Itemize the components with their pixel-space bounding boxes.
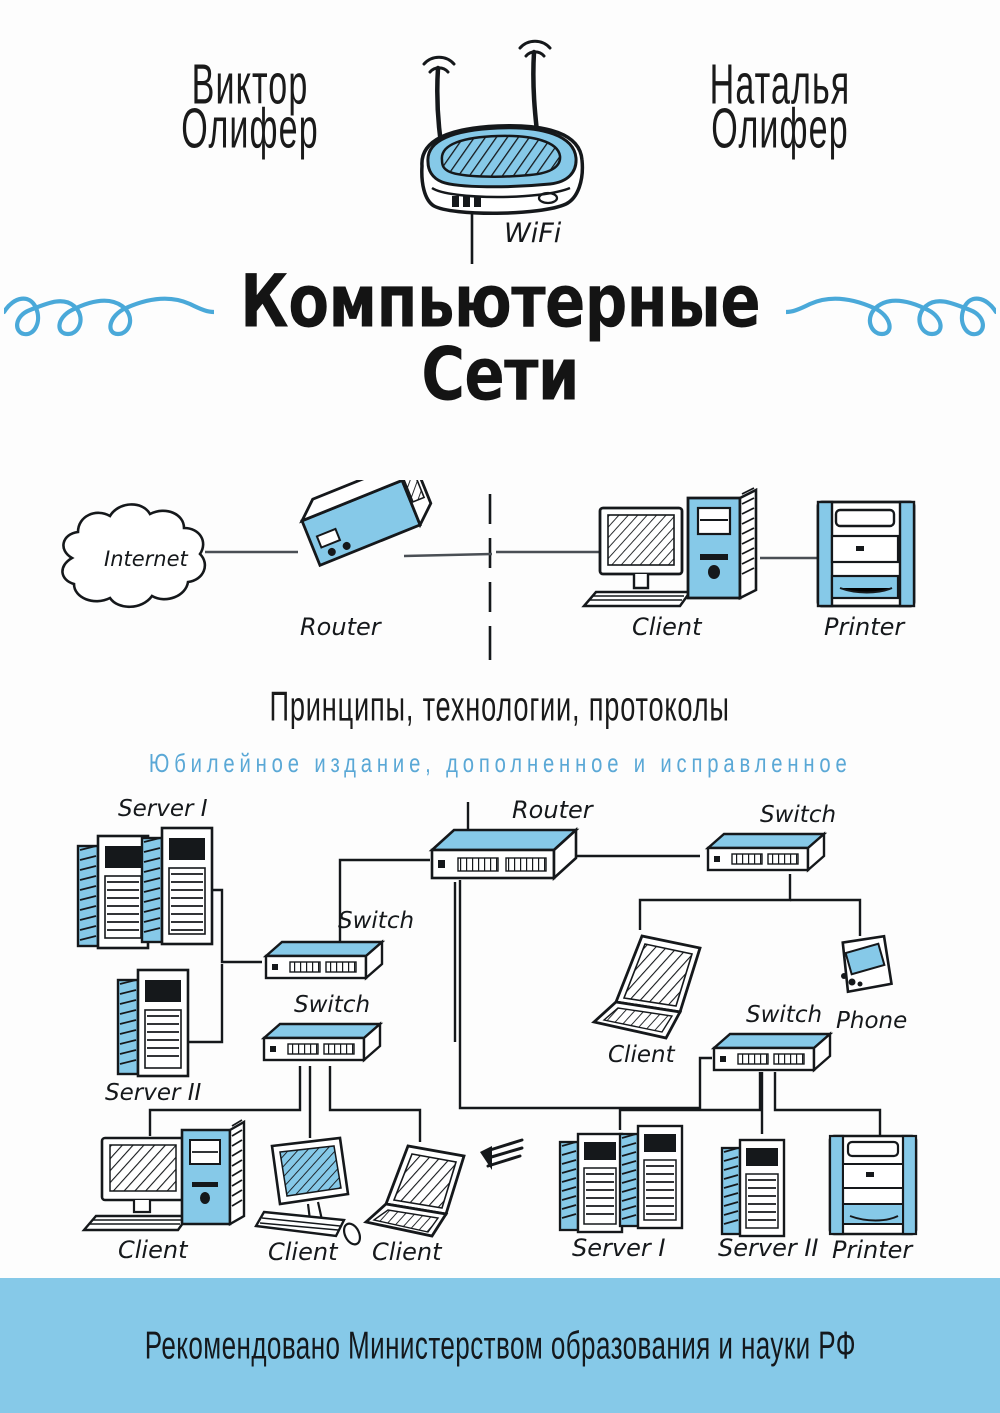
subtitle: Принципы, технологии, протоколы xyxy=(0,684,1000,730)
node-client-laptop-3-label: Client xyxy=(372,1238,443,1266)
node-router-main-label: Router xyxy=(512,796,595,824)
node-router-main: Router xyxy=(428,796,595,881)
bottom-network-diagram: Server I Server II S xyxy=(76,796,918,1266)
node-phone: Phone xyxy=(836,934,907,1034)
author-left-first-name: Виктор xyxy=(191,52,309,116)
edition-note: Юбилейное издание, дополненное и исправл… xyxy=(0,748,1000,778)
link-switchC-phone xyxy=(790,898,862,936)
node-internet: Internet xyxy=(61,503,207,609)
subtitle-text: Принципы, технологии, протоколы xyxy=(269,683,731,731)
node-printer: Printer xyxy=(816,500,916,641)
node-client: Client xyxy=(581,487,758,641)
node-server1-top-label: Server I xyxy=(118,796,208,822)
top-network-diagram: Internet Router xyxy=(61,480,916,660)
node-switch-a: Switch xyxy=(262,908,414,981)
node-switch-b: Switch xyxy=(260,992,384,1063)
link-switchC-laptop xyxy=(638,898,700,930)
node-client-label: Client xyxy=(632,613,703,641)
node-server2-top: Server II xyxy=(105,968,202,1106)
author-left-last-name: Олифер xyxy=(181,96,319,160)
title-line-1: Компьютерные xyxy=(240,259,761,346)
node-phone-label: Phone xyxy=(836,1008,907,1034)
node-server1-bottom: Server I xyxy=(558,1124,684,1262)
node-switch-c: Switch xyxy=(704,802,836,873)
node-switch-d: Switch xyxy=(710,1002,834,1073)
node-printer-bottom: Printer xyxy=(828,1134,918,1264)
link-server2-switchA xyxy=(180,964,224,1044)
edition-note-text: Юбилейное издание, дополненное и исправл… xyxy=(148,748,852,778)
link-switchC-branch xyxy=(700,874,792,902)
diagram-links xyxy=(148,854,882,1142)
node-router-label: Router xyxy=(300,613,383,641)
title-line-2: Сети xyxy=(421,332,579,418)
book-title: Компьютерные Сети xyxy=(0,259,1000,418)
node-router: Router xyxy=(299,480,433,641)
author-left: Виктор Олифер xyxy=(105,56,395,156)
node-server1-bottom-label: Server I xyxy=(572,1234,665,1262)
decorative-mark-icon xyxy=(480,1138,524,1170)
node-client-desktop-1: Client xyxy=(81,1119,246,1264)
node-switch-b-label: Switch xyxy=(294,992,370,1018)
author-right-first-name: Наталья xyxy=(709,52,851,116)
node-client-laptop-3: Client xyxy=(363,1144,466,1266)
node-server2-top-label: Server II xyxy=(105,1080,202,1106)
node-client-desktop-2-label: Client xyxy=(268,1238,339,1266)
node-client-laptop-mid: Client xyxy=(591,934,702,1068)
node-client-desktop-2: Client xyxy=(254,1136,362,1266)
node-printer-label: Printer xyxy=(824,613,906,641)
link-switchB-client1 xyxy=(148,1066,302,1136)
link-switchB-client3 xyxy=(328,1066,422,1142)
node-printer-bottom-label: Printer xyxy=(832,1236,914,1264)
node-client-laptop-mid-label: Client xyxy=(608,1042,676,1068)
author-right: Наталья Олифер xyxy=(635,56,925,156)
node-switch-d-label: Switch xyxy=(746,1002,822,1028)
ministry-recommendation-text: Рекомендовано Министерством образования … xyxy=(144,1323,856,1367)
node-switch-c-label: Switch xyxy=(760,802,836,828)
wifi-router-illustration: WiFi xyxy=(420,39,585,264)
node-client-desktop-1-label: Client xyxy=(118,1236,189,1264)
link-switchA-router xyxy=(338,858,430,958)
link-switchD-printer xyxy=(773,1072,882,1136)
node-server2-bottom: Server II xyxy=(718,1138,819,1262)
link-switchD-server1 xyxy=(618,1072,762,1130)
link-router-switchD xyxy=(458,880,712,1110)
link-server1-switchA xyxy=(212,888,262,964)
squiggle-left-decoration xyxy=(4,296,214,337)
ministry-recommendation-banner: Рекомендовано Министерством образования … xyxy=(0,1278,1000,1413)
author-right-last-name: Олифер xyxy=(711,96,849,160)
node-server2-bottom-label: Server II xyxy=(718,1234,819,1262)
wifi-label: WiFi xyxy=(504,218,562,249)
node-internet-label: Internet xyxy=(104,547,189,571)
node-server1-top: Server I xyxy=(76,796,214,950)
link-router-divider xyxy=(403,552,493,558)
node-switch-a-label: Switch xyxy=(338,908,414,934)
squiggle-right-decoration xyxy=(786,296,996,337)
